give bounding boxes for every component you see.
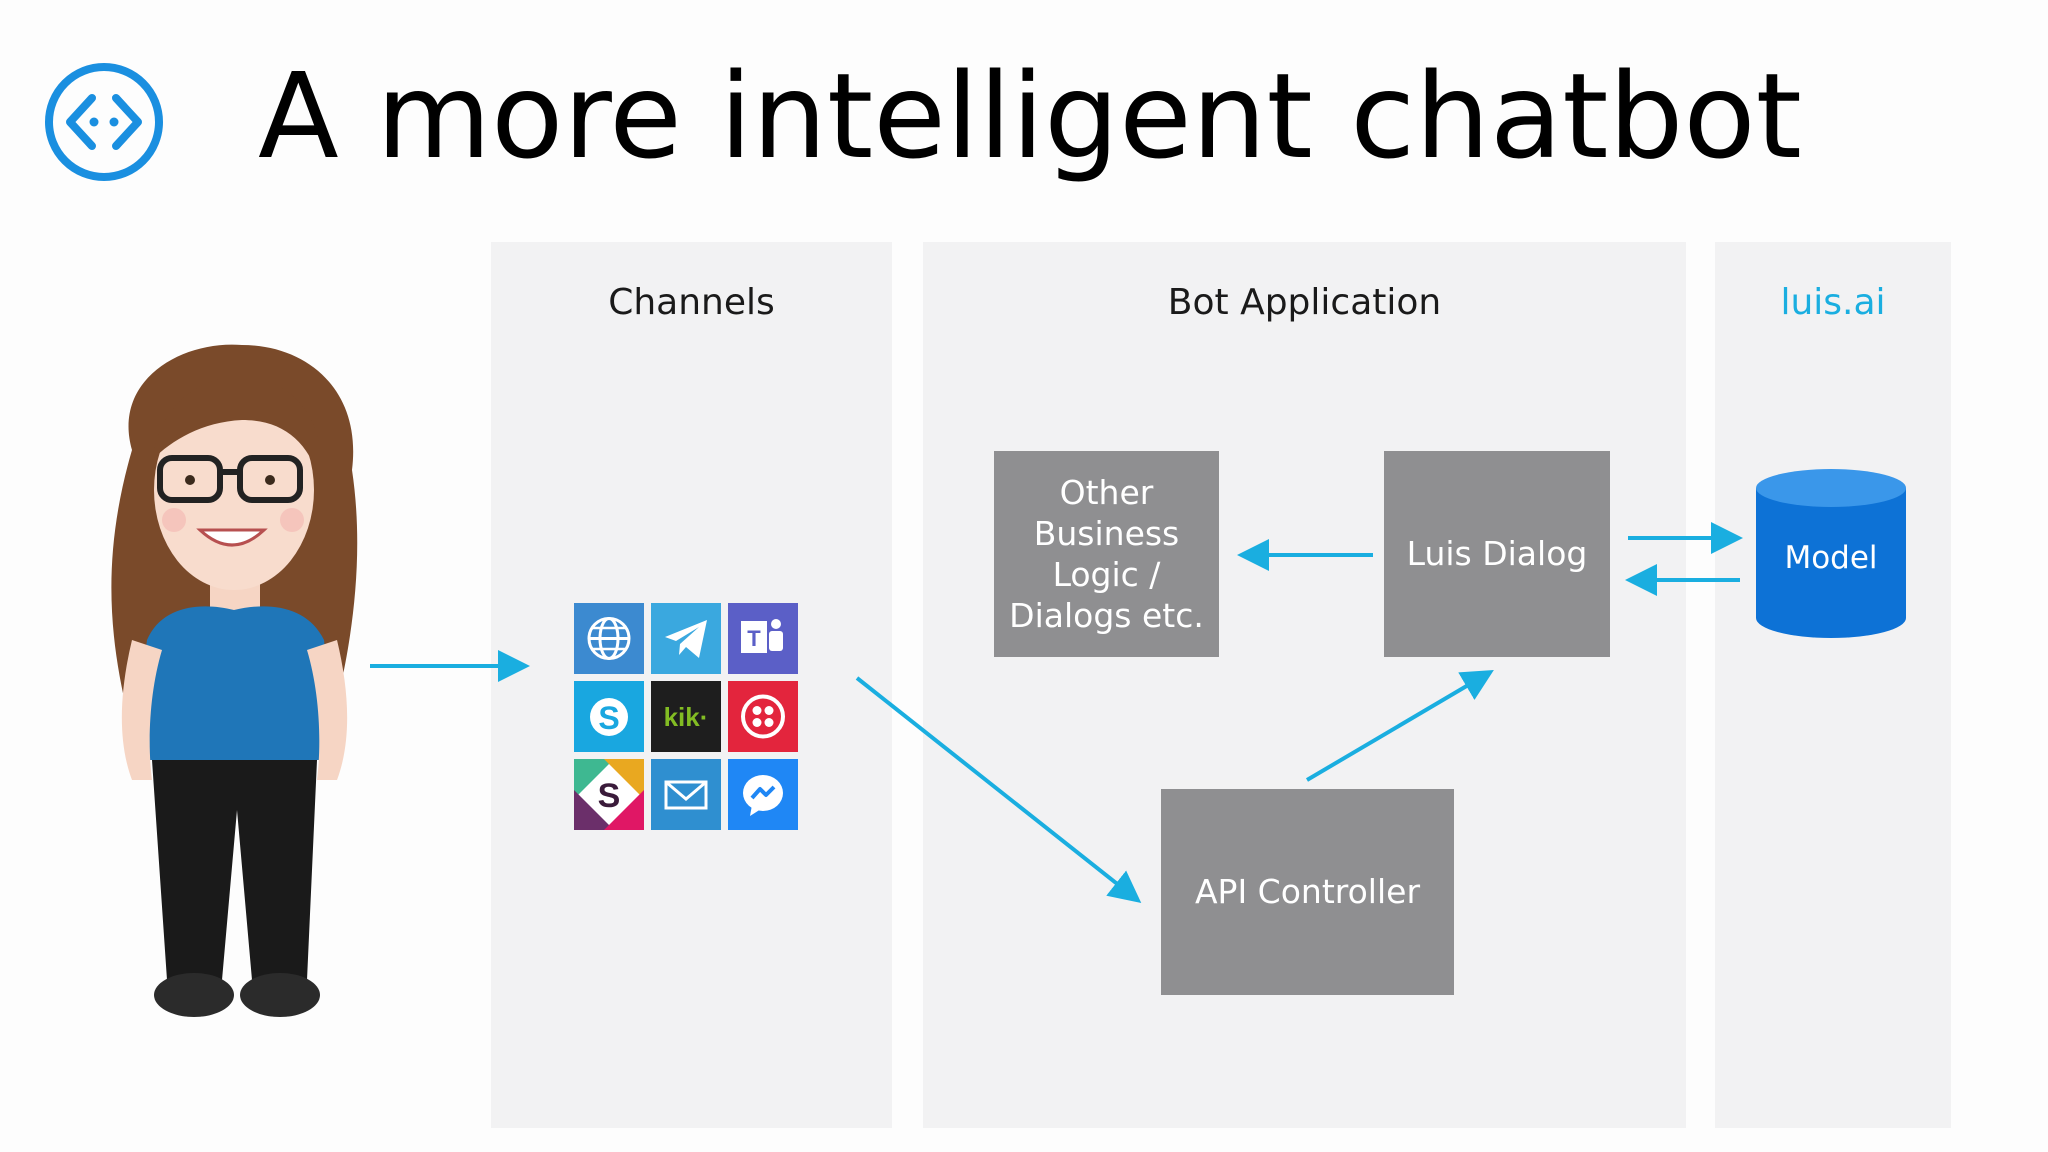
luis-panel: luis.ai: [1715, 242, 1951, 1128]
email-icon: [651, 759, 721, 830]
svg-text:S: S: [598, 700, 619, 736]
api-controller-label: API Controller: [1194, 872, 1421, 912]
arrow-api-controller-to-luis-dialog: [1305, 669, 1494, 782]
twilio-icon: [728, 681, 798, 752]
api-controller-box: API Controller: [1161, 789, 1454, 995]
slide-title: A more intelligent chatbot: [258, 47, 1802, 185]
model-label: Model: [1784, 540, 1878, 576]
web-chat-icon: [574, 603, 644, 674]
svg-text:kik·: kik·: [664, 702, 709, 732]
bot-service-icon: [45, 63, 163, 181]
channel-icon-grid: T S kik· S: [574, 603, 798, 830]
luis-dialog-box: Luis Dialog: [1384, 451, 1610, 657]
teams-icon: T: [728, 603, 798, 674]
channels-panel-title: Channels: [608, 282, 775, 323]
user-avatar-illustration: [111, 344, 358, 1017]
other-business-logic-box: Other Business Logic / Dialogs etc.: [994, 451, 1219, 657]
model-database-icon: [1756, 469, 1906, 638]
skype-icon: S: [574, 681, 644, 752]
luis-panel-title: luis.ai: [1780, 282, 1886, 323]
telegram-icon: [651, 603, 721, 674]
arrow-channels-to-api-controller: [855, 676, 1142, 903]
svg-text:T: T: [747, 626, 761, 651]
luis-dialog-label: Luis Dialog: [1406, 534, 1588, 574]
bot-application-panel-title: Bot Application: [1167, 282, 1442, 323]
slack-icon: S: [574, 759, 644, 830]
kik-icon: kik·: [651, 681, 721, 752]
svg-text:S: S: [598, 777, 621, 815]
other-business-logic-label: Other Business Logic / Dialogs etc.: [1009, 472, 1204, 636]
messenger-icon: [728, 759, 798, 830]
